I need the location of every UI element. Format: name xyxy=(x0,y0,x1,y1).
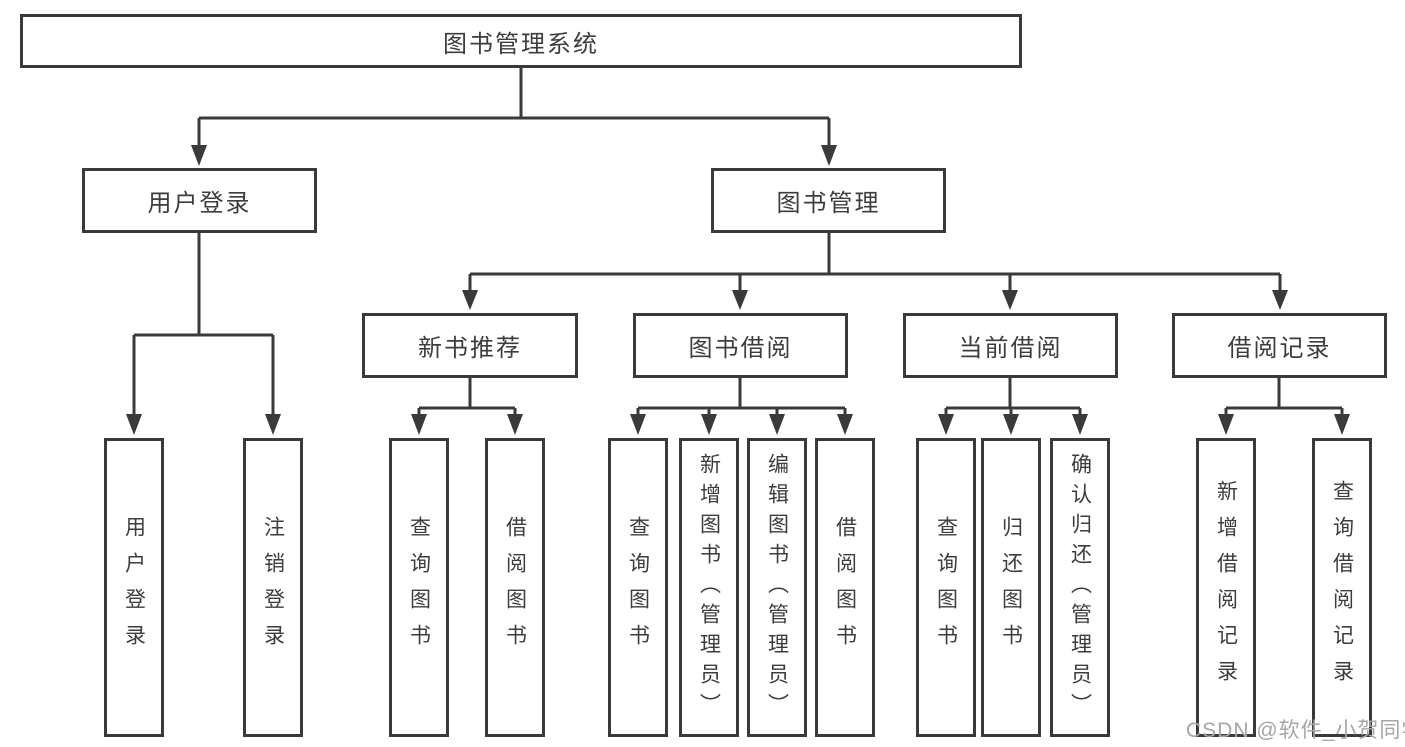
root-node-library-system: 图书管理系统 xyxy=(20,14,1022,68)
section-label: 图书借阅 xyxy=(688,335,793,362)
branch-book-management-label: 图书管理 xyxy=(776,190,881,217)
leaf-label: 借阅图书 xyxy=(503,515,527,660)
root-node-label: 图书管理系统 xyxy=(443,30,599,58)
csdn-watermark: CSDN @软件_小贺同学 xyxy=(1186,719,1405,742)
leaf-query-borrow-record: 查询借阅记录 xyxy=(1312,438,1372,737)
leaf-return-books: 归还图书 xyxy=(981,438,1041,737)
leaf-query-books-borrow: 查询图书 xyxy=(608,438,668,737)
leaf-query-books-current: 查询图书 xyxy=(916,438,976,737)
leaf-label: 新增图书（管理员） xyxy=(697,452,721,723)
leaf-label: 查询借阅记录 xyxy=(1330,479,1354,696)
branch-user-login: 用户登录 xyxy=(82,168,317,233)
leaf-borrow-books: 借阅图书 xyxy=(815,438,875,737)
branch-book-management: 图书管理 xyxy=(711,168,946,233)
leaf-label: 注销登录 xyxy=(261,515,285,660)
branch-user-login-label: 用户登录 xyxy=(147,190,252,217)
leaf-label: 借阅图书 xyxy=(833,515,857,660)
section-new-book-recommend: 新书推荐 xyxy=(362,313,578,378)
leaf-label: 编辑图书（管理员） xyxy=(765,452,789,723)
leaf-borrow-books-recommend: 借阅图书 xyxy=(485,438,545,737)
leaf-add-borrow-record: 新增借阅记录 xyxy=(1196,438,1256,737)
leaf-label: 查询图书 xyxy=(934,515,958,660)
section-current-borrow: 当前借阅 xyxy=(903,313,1118,378)
leaf-logout: 注销登录 xyxy=(243,438,303,737)
leaf-label: 查询图书 xyxy=(626,515,650,660)
leaf-user-login: 用户登录 xyxy=(104,438,164,737)
leaf-add-books-admin: 新增图书（管理员） xyxy=(679,438,739,737)
leaf-label: 确认归还（管理员） xyxy=(1068,452,1092,723)
section-label: 借阅记录 xyxy=(1227,335,1332,362)
section-book-borrow: 图书借阅 xyxy=(633,313,848,378)
leaf-label: 新增借阅记录 xyxy=(1214,479,1238,696)
leaf-label: 查询图书 xyxy=(407,515,431,660)
section-label: 新书推荐 xyxy=(418,335,522,362)
leaf-label: 归还图书 xyxy=(999,515,1023,660)
leaf-confirm-return-admin: 确认归还（管理员） xyxy=(1050,438,1110,737)
leaf-edit-books-admin: 编辑图书（管理员） xyxy=(747,438,807,737)
section-borrow-records: 借阅记录 xyxy=(1172,313,1387,378)
section-label: 当前借阅 xyxy=(958,335,1063,362)
leaf-label: 用户登录 xyxy=(122,515,146,660)
arrowheads xyxy=(126,145,1350,435)
leaf-query-books-recommend: 查询图书 xyxy=(389,438,449,737)
